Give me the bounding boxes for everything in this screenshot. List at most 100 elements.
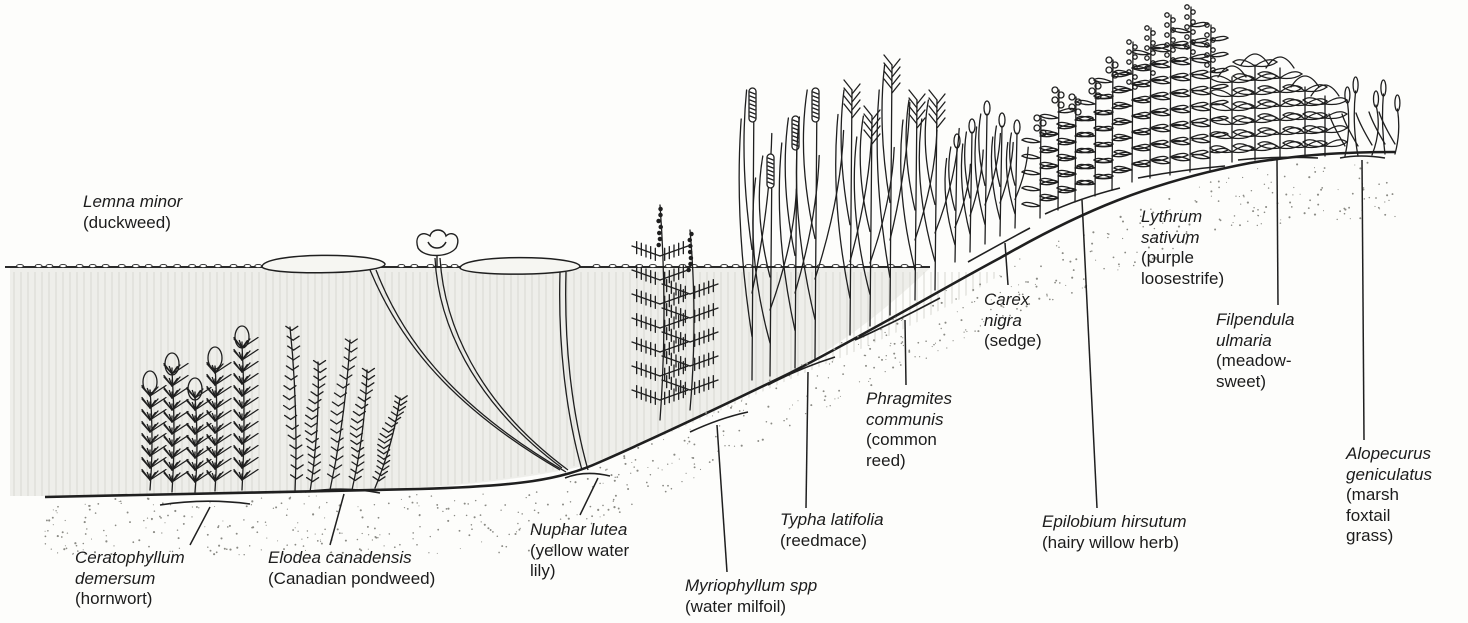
soil-grain [1257, 215, 1258, 216]
herb-flower [1145, 56, 1149, 60]
soil-grain [151, 519, 152, 520]
soil-grain [1378, 183, 1380, 185]
soil-grain [378, 517, 380, 519]
soil-grain [534, 509, 536, 511]
herb-leaf [1210, 84, 1228, 88]
soil-grain [412, 538, 413, 539]
milfoil-flower [689, 244, 692, 247]
common-name: (Canadian pondweed) [268, 569, 435, 590]
soil-grain [686, 473, 687, 474]
soil-grain [976, 297, 978, 299]
soil-grain [926, 358, 927, 359]
soil-grain [1107, 237, 1108, 238]
meadowsweet-flower [1311, 85, 1339, 96]
herb-flower [1185, 25, 1189, 29]
leader-line-ceratophyllum [190, 507, 210, 545]
soil-grain [57, 512, 58, 513]
milfoil-flower [689, 250, 692, 253]
soil-grain [198, 507, 199, 508]
soil-grain [1252, 210, 1254, 212]
herb-leaf [1040, 114, 1058, 118]
soil-grain [999, 275, 1000, 276]
soil-grain [652, 460, 654, 462]
soil-grain [375, 537, 377, 539]
scientific-name: Carex nigra [984, 290, 1042, 331]
soil-grain [521, 513, 523, 515]
duckweed-frond [745, 264, 752, 267]
soil-grain [454, 515, 455, 516]
soil-grain [806, 363, 808, 365]
herb-flower [1165, 23, 1169, 27]
soil-grain [1304, 212, 1306, 214]
soil-grain [574, 481, 576, 483]
duckweed-frond [732, 264, 739, 267]
soil-grain [1267, 174, 1268, 175]
soil-grain [925, 340, 927, 342]
soil-grain [615, 477, 616, 478]
soil-grain [602, 505, 604, 507]
soil-grain [216, 551, 218, 553]
soil-grain [614, 480, 616, 482]
herb-leaf [1192, 106, 1210, 110]
soil-grain [647, 485, 649, 487]
soil-grain [518, 529, 520, 531]
soil-grain [562, 504, 564, 506]
soil-grain [786, 418, 788, 420]
soil-grain [971, 302, 972, 303]
soil-grain [805, 413, 806, 414]
herb-flower [1127, 60, 1131, 64]
soil-grain [97, 503, 99, 505]
milfoil-flower [657, 243, 660, 246]
label-epilobium-hirsutum: Epilobium hirsutum (hairy willow herb) [1042, 512, 1187, 553]
soil-grain [183, 523, 185, 525]
herb-flower [1165, 53, 1169, 57]
duckweed-frond [427, 264, 434, 267]
scientific-name: Phragmites communis [866, 389, 952, 430]
soil-grain [65, 520, 66, 521]
soil-grain [416, 494, 417, 495]
soil-grain [1317, 194, 1319, 196]
soil-grain [902, 341, 904, 343]
sedge-spike [969, 119, 975, 133]
soil-grain [667, 464, 668, 465]
soil-grain [498, 552, 500, 554]
soil-grain [1040, 265, 1042, 267]
common-name: (sedge) [984, 331, 1042, 352]
soil-grain [953, 340, 954, 341]
soil-grain [961, 319, 963, 321]
herb-leaf [1152, 143, 1170, 147]
herb-flower [1145, 26, 1149, 30]
duckweed-frond [775, 264, 782, 267]
soil-grain [388, 503, 390, 505]
soil-grain [728, 445, 729, 446]
meadowsweet-leaf [1258, 114, 1280, 121]
soil-grain [1058, 247, 1059, 248]
soil-grain [1103, 268, 1105, 270]
duckweed-frond [174, 264, 181, 267]
common-name: (marsh foxtail grass) [1346, 485, 1432, 547]
soil-grain [1309, 199, 1311, 201]
herb-stem [1112, 60, 1113, 190]
soil-grain [1314, 167, 1315, 168]
soil-grain [62, 531, 64, 533]
soil-grain [1338, 189, 1339, 190]
soil-grain [693, 443, 695, 445]
herb-flower [1145, 36, 1149, 40]
soil-grain [817, 375, 818, 376]
soil-grain [618, 474, 620, 476]
reed-leaf [995, 126, 1000, 187]
soil-grain [709, 461, 711, 463]
soil-grain [694, 463, 695, 464]
soil-grain [389, 533, 391, 535]
herb-flower [1106, 67, 1112, 73]
milfoil-flower [658, 231, 661, 234]
soil-grain [379, 534, 380, 535]
soil-grain [1289, 201, 1291, 203]
label-ceratophyllum-demersum: Ceratophyllum demersum (hornwort) [75, 548, 185, 610]
milfoil-flower [659, 213, 662, 216]
soil-grain [372, 539, 373, 540]
soil-grain [933, 344, 935, 346]
soil-grain [631, 504, 633, 506]
soil-grain [619, 511, 621, 513]
